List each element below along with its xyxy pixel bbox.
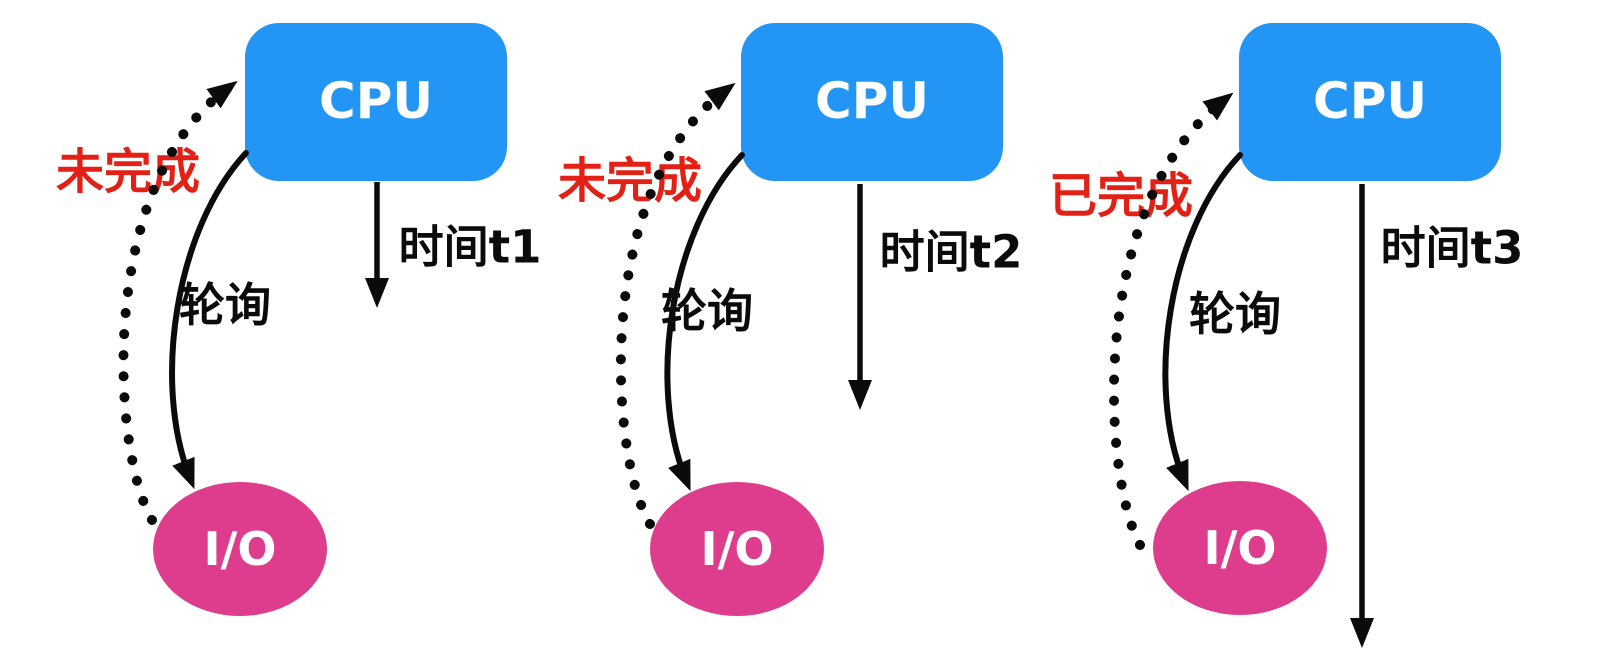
polling-arrow bbox=[664, 152, 745, 492]
io-ellipse bbox=[650, 482, 824, 616]
status-label: 未完成 bbox=[56, 144, 200, 200]
io-ellipse-label: I/O bbox=[700, 522, 773, 576]
status-dotted-arrow bbox=[118, 80, 238, 525]
status-dotted-arrow bbox=[615, 82, 736, 529]
polling-label: 轮询 bbox=[179, 278, 271, 332]
status-label: 未完成 bbox=[558, 153, 702, 209]
io-ellipse bbox=[1153, 481, 1327, 615]
io-ellipse-label: I/O bbox=[203, 522, 276, 576]
panel-time-t3: CPU I/O 时间t3 轮询 已完成 bbox=[1049, 23, 1524, 648]
io-ellipse-label: I/O bbox=[1203, 521, 1276, 575]
polling-label: 轮询 bbox=[1189, 287, 1281, 341]
status-label: 已完成 bbox=[1049, 168, 1193, 224]
panel-time-t2: CPU I/O 时间t2 轮询 未完成 bbox=[558, 23, 1022, 616]
io-ellipse bbox=[153, 482, 327, 616]
cpu-box-label: CPU bbox=[815, 72, 929, 130]
cpu-box bbox=[741, 23, 1003, 181]
time-label: 时间t1 bbox=[399, 221, 542, 274]
cpu-box bbox=[245, 23, 507, 181]
cpu-box-label: CPU bbox=[319, 72, 433, 130]
time-label: 时间t3 bbox=[1381, 222, 1524, 275]
status-dotted-arrow bbox=[1108, 92, 1234, 550]
cpu-box bbox=[1239, 23, 1501, 181]
polling-arrow bbox=[169, 150, 249, 490]
polling-label: 轮询 bbox=[661, 284, 753, 338]
polling-arrow bbox=[1162, 152, 1243, 492]
panel-time-t1: CPU I/O 时间t1 轮询 未完成 bbox=[56, 23, 541, 616]
cpu-box-label: CPU bbox=[1313, 72, 1427, 130]
time-label: 时间t2 bbox=[880, 226, 1023, 279]
